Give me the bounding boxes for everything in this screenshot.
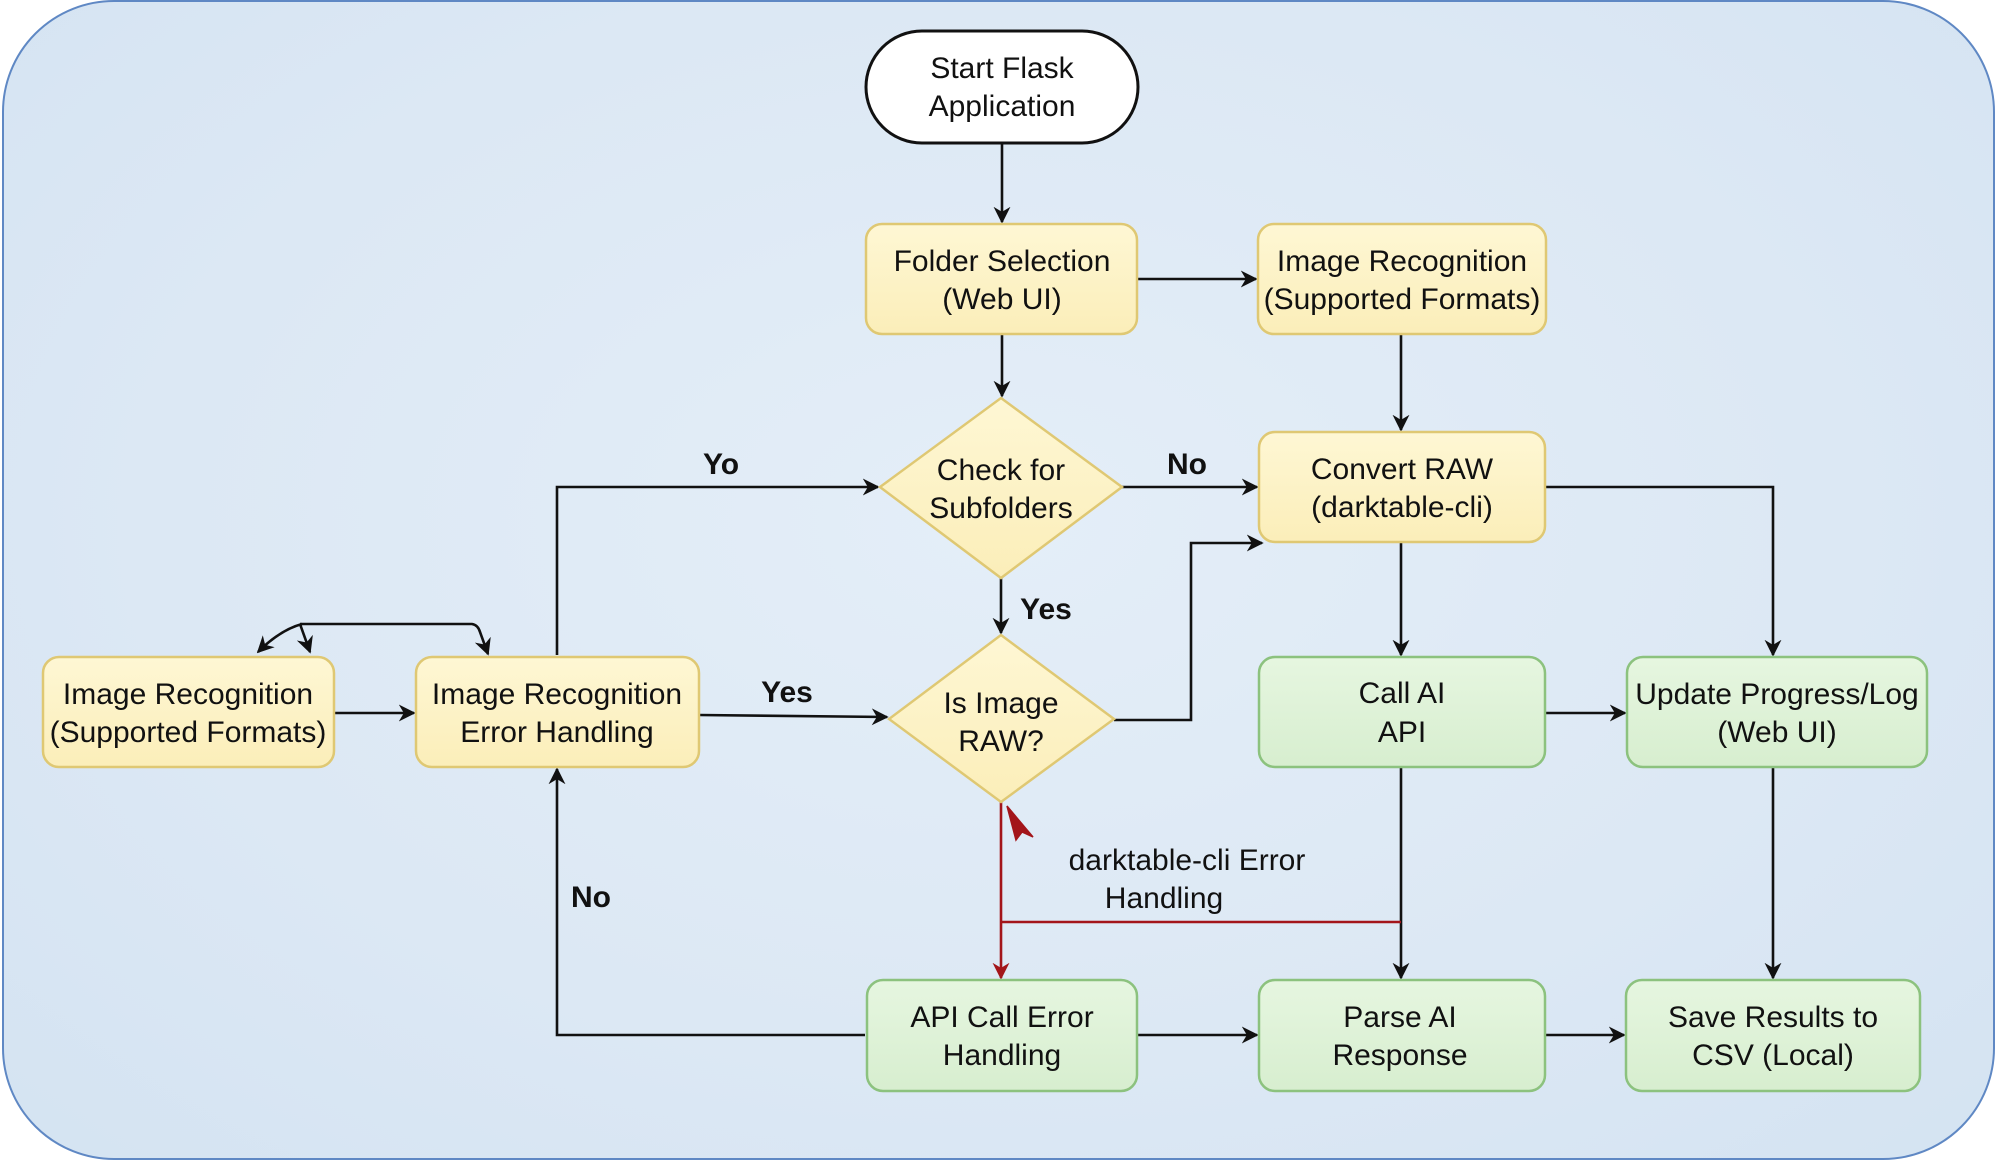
node-label: Call AI: [1359, 677, 1446, 710]
node-update-progress[interactable]: Update Progress/Log (Web UI): [1625, 655, 1929, 769]
node-api-call-error-handling[interactable]: API Call Error Handling: [865, 978, 1139, 1093]
edge-is-image-raw-to-convert-raw: [1114, 534, 1264, 722]
edge-label-no-top: No: [1167, 448, 1207, 481]
node-image-recognition-top[interactable]: Image Recognition (Supported Formats): [1256, 222, 1548, 336]
node-label: (darktable-cli): [1311, 491, 1493, 524]
node-label: Folder Selection: [894, 245, 1111, 278]
node-label: Start Flask: [930, 52, 1074, 85]
node-label: API: [1378, 716, 1426, 749]
edge-label-no-left: No: [571, 881, 611, 914]
edge-convert-raw-to-update-progress: [1545, 485, 1782, 657]
edge-label-yes-down: Yes: [1020, 593, 1072, 626]
node-label: (Web UI): [942, 283, 1061, 316]
decision-diamond: [877, 396, 1125, 580]
edges: [256, 143, 1782, 1044]
node-convert-raw[interactable]: Convert RAW (darktable-cli): [1257, 430, 1547, 544]
process-box: [1625, 655, 1929, 769]
decision-diamond: [886, 633, 1117, 804]
process-box: [414, 655, 701, 769]
node-label: RAW?: [958, 725, 1044, 758]
node-is-image-raw[interactable]: Is Image RAW?: [886, 633, 1117, 804]
node-label: Image Recognition: [432, 678, 682, 711]
process-box: [1257, 655, 1547, 769]
node-start[interactable]: Start Flask Application: [864, 29, 1140, 145]
edge-label-yes-left: Yes: [761, 676, 813, 709]
node-label: Convert RAW: [1311, 453, 1494, 486]
node-label: API Call Error: [910, 1001, 1093, 1034]
process-box: [41, 655, 336, 769]
node-label: (Supported Formats): [50, 716, 327, 749]
node-save-results[interactable]: Save Results to CSV (Local): [1624, 978, 1922, 1093]
process-box: [864, 222, 1139, 336]
node-label: Is Image: [943, 687, 1058, 720]
node-image-recognition-left[interactable]: Image Recognition (Supported Formats): [41, 655, 336, 769]
node-label: Error Handling: [460, 716, 653, 749]
process-box: [1257, 430, 1547, 544]
edge-loop-left-b: [296, 623, 313, 654]
node-label: Image Recognition: [1277, 245, 1527, 278]
node-label: (Web UI): [1717, 716, 1836, 749]
node-parse-ai-response[interactable]: Parse AI Response: [1257, 978, 1547, 1093]
node-label: (Supported Formats): [1264, 283, 1541, 316]
terminal-shape: [864, 29, 1140, 145]
edge-label-yo: Yo: [703, 448, 739, 481]
node-image-recognition-error-handling[interactable]: Image Recognition Error Handling: [414, 655, 701, 769]
process-box: [1256, 222, 1548, 336]
node-label: Save Results to: [1668, 1001, 1878, 1034]
edge-loop-top: [300, 622, 491, 656]
node-label: Response: [1332, 1039, 1467, 1072]
darktable-error-note: Handling: [1105, 882, 1223, 915]
node-label: Image Recognition: [63, 678, 313, 711]
node-call-ai-api[interactable]: Call AI API: [1257, 655, 1547, 769]
node-label: Update Progress/Log: [1635, 678, 1919, 711]
edge-api-call-error-to-error-handling: [548, 767, 865, 1037]
node-label: Check for: [937, 454, 1065, 487]
process-box: [865, 978, 1139, 1093]
darktable-error-note: darktable-cli Error: [1069, 844, 1306, 877]
node-label: Handling: [943, 1039, 1061, 1072]
node-check-subfolders[interactable]: Check for Subfolders: [877, 396, 1125, 580]
node-label: CSV (Local): [1692, 1039, 1854, 1072]
error-pointer-icon: [1006, 805, 1034, 842]
process-box: [1624, 978, 1922, 1093]
edge-loop-left-a: [256, 622, 303, 654]
node-folder-selection[interactable]: Folder Selection (Web UI): [864, 222, 1139, 336]
flowchart: Start Flask Application Folder Selection…: [41, 29, 1929, 1093]
node-label: Parse AI: [1343, 1001, 1456, 1034]
node-label: Application: [929, 90, 1076, 123]
process-box: [1257, 978, 1547, 1093]
node-label: Subfolders: [929, 492, 1072, 525]
edge-error-handling-to-is-image-raw: [698, 708, 889, 726]
edge-error-handling-to-check-subfolders: [555, 478, 880, 655]
